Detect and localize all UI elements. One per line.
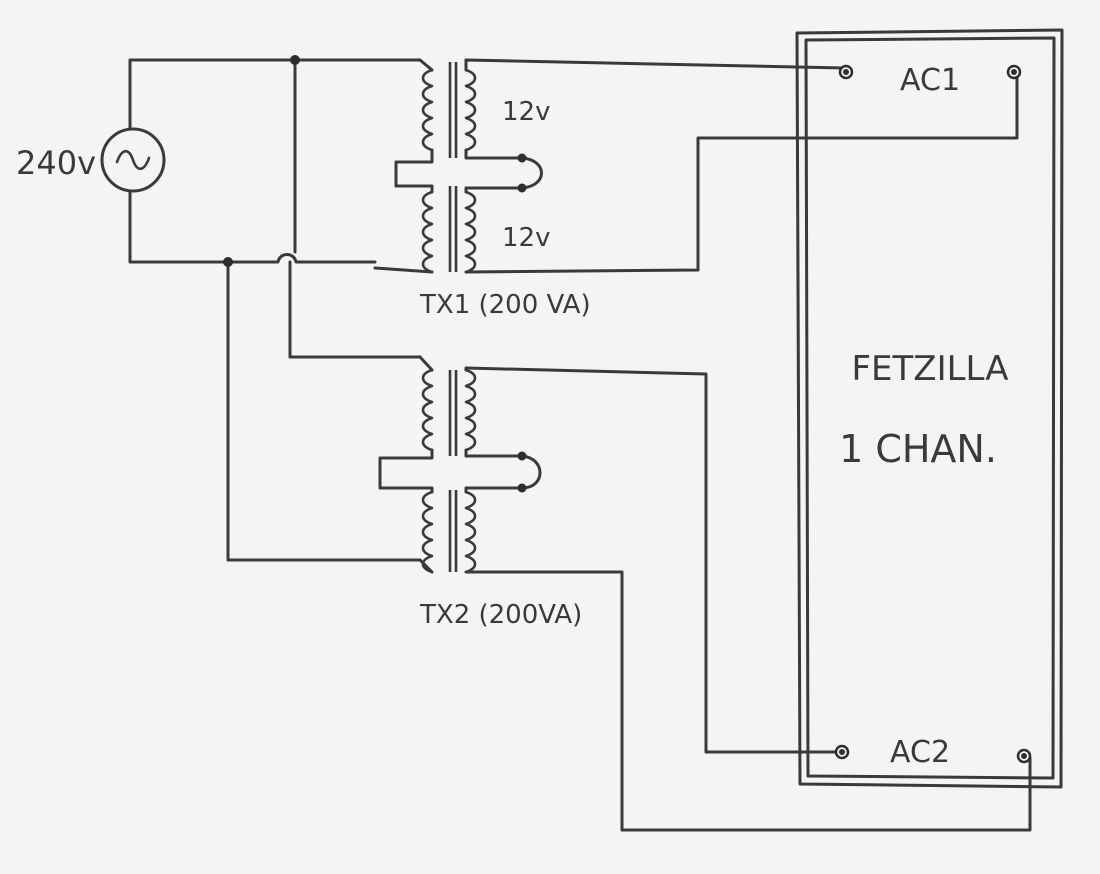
junction-dot bbox=[290, 55, 300, 65]
tx1-secondary-top-label: 12v bbox=[502, 97, 550, 127]
tx1-label: TX1 (200 VA) bbox=[419, 290, 591, 320]
source-voltage-label: 240v bbox=[16, 144, 96, 182]
ac2-terminals: AC2 bbox=[834, 735, 1032, 770]
center-tap-dot bbox=[517, 451, 527, 461]
junction-dot bbox=[223, 257, 233, 267]
tx2-label: TX2 (200VA) bbox=[419, 600, 582, 630]
amplifier-subtitle: 1 CHAN. bbox=[839, 427, 997, 471]
center-tap-dot bbox=[517, 183, 527, 193]
ac-source-circle bbox=[100, 127, 166, 193]
tx1-secondary-bottom-label: 12v bbox=[502, 223, 550, 253]
ac-source: 240v bbox=[16, 127, 166, 193]
sine-wave-icon bbox=[115, 149, 151, 171]
ac1-label: AC1 bbox=[900, 63, 960, 98]
center-tap-dot bbox=[517, 153, 527, 163]
mains-wiring bbox=[128, 55, 422, 562]
transformer-tx1: 12v 12v TX1 (200 VA) bbox=[373, 58, 1019, 320]
amplifier-board: FETZILLA 1 CHAN. bbox=[795, 28, 1064, 789]
ac1-terminals: AC1 bbox=[838, 63, 1022, 98]
center-tap-dot bbox=[517, 483, 527, 493]
ac2-label: AC2 bbox=[890, 735, 950, 770]
amplifier-title: FETZILLA bbox=[851, 349, 1008, 389]
transformer-tx2: TX2 (200VA) bbox=[378, 355, 1032, 832]
